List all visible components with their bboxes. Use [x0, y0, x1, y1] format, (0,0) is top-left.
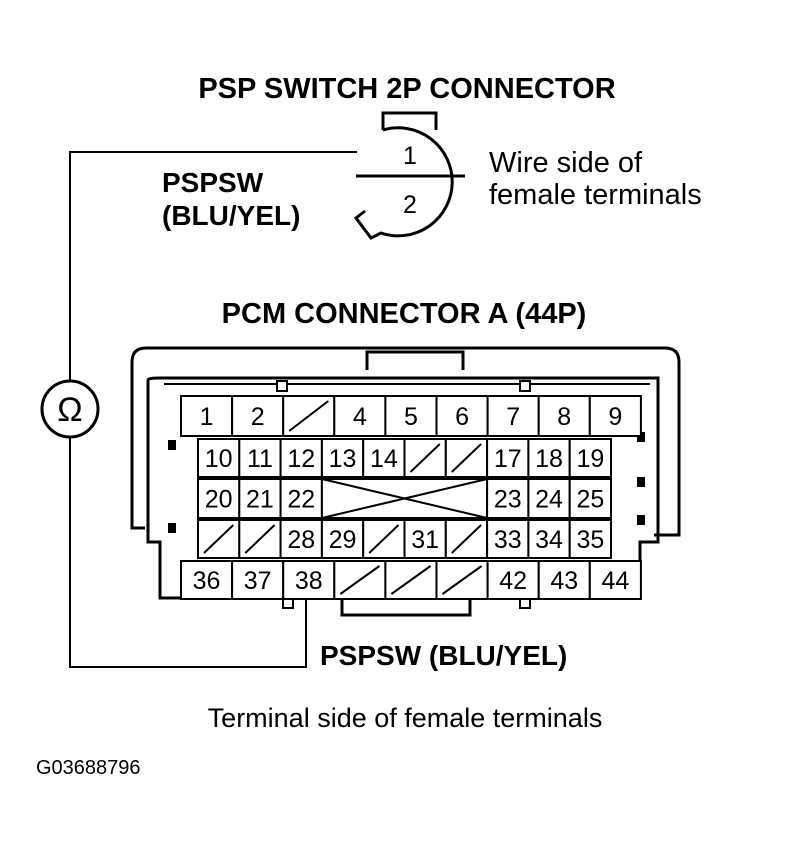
terminal-number: 12: [287, 445, 315, 473]
wire-label-line2: (BLU/YEL): [162, 200, 300, 231]
psp-switch-title: PSP SWITCH 2P CONNECTOR: [198, 73, 615, 105]
blank-terminal: [435, 560, 489, 600]
terminal-20: 20: [197, 478, 241, 519]
terminal-number: 1: [200, 403, 214, 431]
terminal-4: 4: [333, 395, 387, 437]
blank-terminal: [403, 438, 447, 478]
terminal-number: 5: [404, 403, 418, 431]
terminal-5: 5: [384, 395, 438, 437]
terminal-number: 28: [287, 526, 315, 554]
terminal-number: 17: [494, 445, 522, 473]
caption: Terminal side of female terminals: [208, 703, 603, 733]
terminal-1: 1: [180, 395, 234, 437]
terminal-number: 21: [246, 486, 274, 514]
terminal-number: 23: [494, 486, 522, 514]
terminal-number: 4: [353, 403, 367, 431]
terminal-number: 2: [251, 403, 265, 431]
side-note-line2: female terminals: [489, 179, 702, 211]
terminal-number: 19: [576, 445, 604, 473]
terminal-7: 7: [486, 395, 540, 437]
terminal-number: 22: [287, 486, 315, 514]
terminal-43: 43: [537, 560, 591, 600]
terminal-number: 31: [411, 526, 439, 554]
blank-terminal: [238, 519, 282, 559]
terminal-19: 19: [568, 438, 613, 478]
psp-terminal-1: 1: [403, 142, 417, 170]
terminal-31: 31: [403, 519, 447, 559]
ohmmeter-icon: Ω: [40, 379, 100, 439]
terminal-number: 9: [608, 403, 622, 431]
terminal-22: 22: [279, 478, 323, 519]
terminal-13: 13: [320, 438, 365, 478]
terminal-number: 42: [499, 567, 527, 595]
figure-id: G03688796: [36, 757, 141, 779]
terminal-number: 18: [535, 445, 563, 473]
terminal-9: 9: [588, 395, 642, 437]
terminal-number: 11: [247, 445, 273, 473]
terminal-18: 18: [527, 438, 571, 478]
blank-terminal: [282, 395, 336, 437]
blank-terminal: [362, 519, 406, 559]
terminal-37: 37: [231, 560, 285, 600]
terminal-number: 20: [205, 486, 233, 514]
blank-terminal: [384, 560, 438, 600]
terminal-36: 36: [180, 560, 234, 600]
terminal-number: 43: [550, 567, 578, 595]
blocked-section: [320, 478, 489, 519]
terminal-number: 33: [494, 526, 522, 554]
terminal-14: 14: [362, 438, 406, 478]
terminal-10: 10: [197, 438, 241, 478]
terminal-29: 29: [320, 519, 365, 559]
terminal-23: 23: [486, 478, 530, 519]
terminal-6: 6: [435, 395, 489, 437]
blank-terminal: [444, 519, 489, 559]
terminal-number: 29: [329, 526, 357, 554]
terminal-number: 34: [535, 526, 563, 554]
blank-terminal: [197, 519, 241, 559]
terminal-28: 28: [279, 519, 323, 559]
terminal-44: 44: [588, 560, 642, 600]
terminal-number: 44: [601, 567, 629, 595]
terminal-number: 13: [329, 445, 357, 473]
terminal-11: 11: [238, 438, 282, 478]
blank-terminal: [333, 560, 387, 600]
terminal-25: 25: [568, 478, 613, 519]
terminal-12: 12: [279, 438, 323, 478]
terminal-42: 42: [486, 560, 540, 600]
terminal-number: 38: [295, 567, 323, 595]
terminal-number: 10: [205, 445, 233, 473]
terminal-number: 36: [193, 567, 221, 595]
meter-wire: [69, 151, 357, 668]
terminal-number: 35: [576, 526, 604, 554]
terminal-number: 14: [370, 445, 398, 473]
terminal-number: 8: [557, 403, 571, 431]
psp-switch-connector: 1 2: [353, 111, 465, 240]
terminal-8: 8: [537, 395, 591, 437]
pcm-wire-label: PSPSW (BLU/YEL): [320, 640, 567, 671]
ohm-symbol: Ω: [57, 391, 82, 429]
terminal-number: 7: [506, 403, 520, 431]
terminal-35: 35: [568, 519, 613, 559]
terminal-24: 24: [527, 478, 571, 519]
blank-terminal: [444, 438, 489, 478]
pcm-connector-housing: [130, 346, 681, 617]
terminal-33: 33: [486, 519, 530, 559]
terminal-number: 25: [576, 486, 604, 514]
terminal-number: 6: [455, 403, 469, 431]
terminal-38: 38: [282, 560, 336, 600]
terminal-number: 37: [244, 567, 272, 595]
terminal-number: 24: [535, 486, 563, 514]
terminal-34: 34: [527, 519, 571, 559]
terminal-21: 21: [238, 478, 282, 519]
psp-terminal-2: 2: [403, 191, 417, 219]
wire-label-line1: PSPSW: [162, 167, 264, 198]
pcm-connector-title: PCM CONNECTOR A (44P): [222, 298, 587, 330]
terminal-2: 2: [231, 395, 285, 437]
terminal-17: 17: [486, 438, 530, 478]
side-note-line1: Wire side of: [489, 147, 643, 179]
